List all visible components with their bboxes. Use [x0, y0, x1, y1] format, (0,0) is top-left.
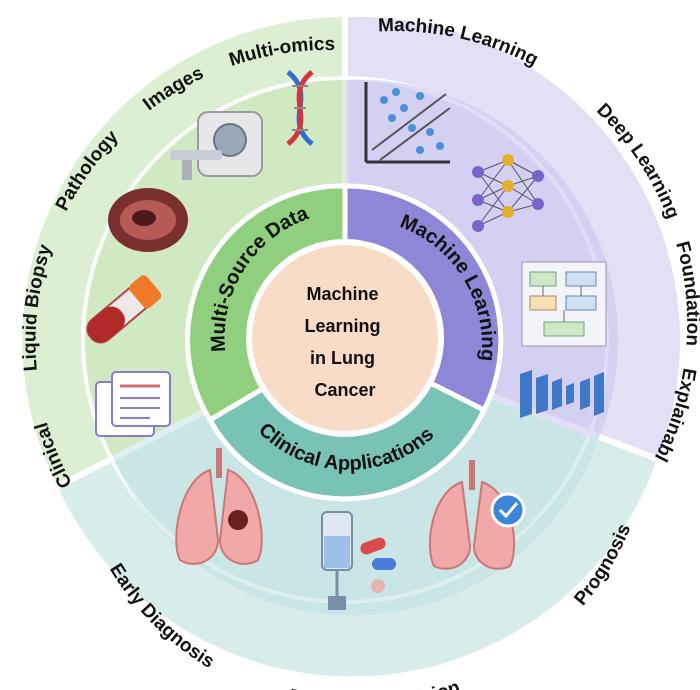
dna-icon [286, 70, 314, 146]
lungs-tumor-icon [175, 448, 263, 565]
lungs-check-icon [428, 460, 526, 570]
iv-drip-icon [321, 511, 396, 610]
clinical-records-icon [95, 371, 171, 437]
scatter-plot-icon [364, 82, 451, 164]
cnn-layers-icon [520, 370, 604, 418]
pathology-tissue-icon [108, 188, 188, 252]
sector-outer-apps [51, 336, 664, 683]
center-line-2: Learning [304, 316, 380, 336]
neural-network-icon [472, 154, 544, 232]
center-line-1: Machine [306, 284, 378, 304]
ct-scanner-icon [170, 111, 263, 180]
center-line-4: Cancer [314, 380, 375, 400]
blood-tube-icon [86, 275, 162, 344]
center-line-3: in Lung [310, 348, 375, 368]
architecture-diagram-icon [521, 261, 607, 347]
svg-text:Machine Learning in Lu: Machine Learning in Lung Cancer [304, 284, 385, 400]
center-circle [246, 239, 444, 437]
